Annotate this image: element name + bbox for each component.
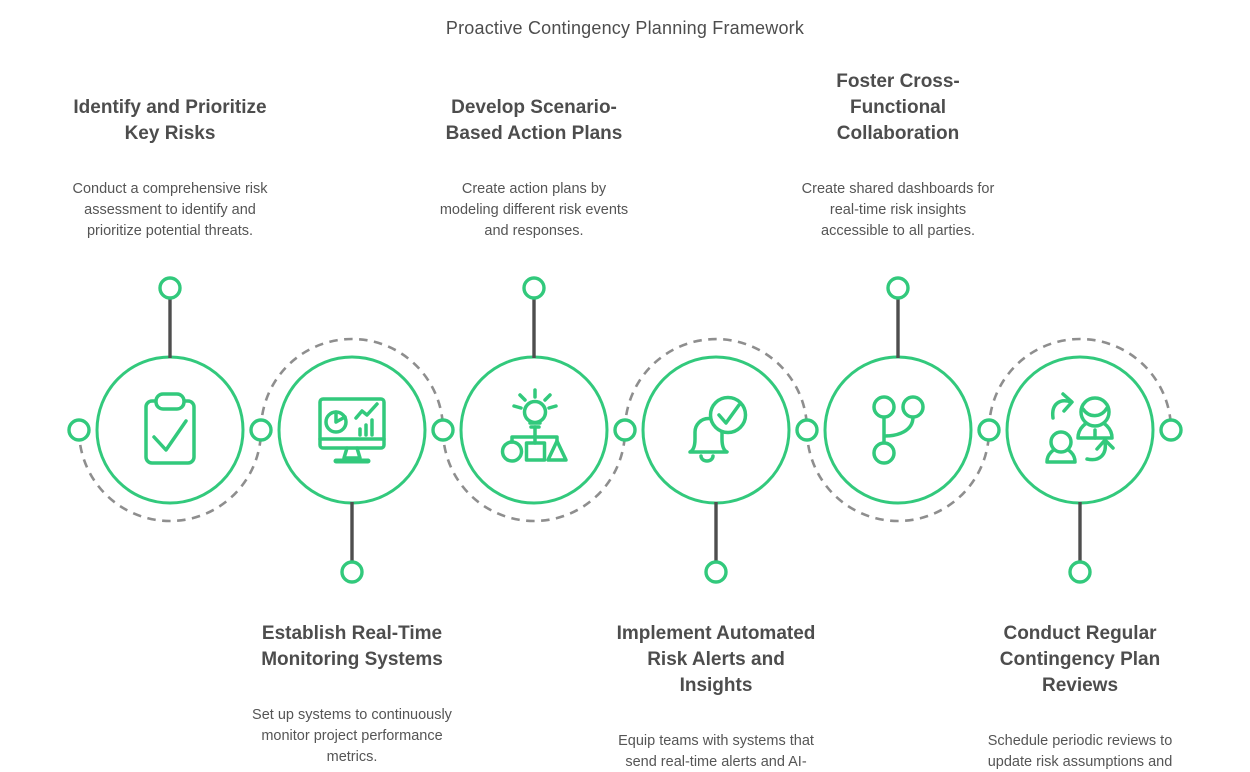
step-3-text: Develop Scenario- Based Action Plans Cre… <box>394 77 674 260</box>
diagram-title: Proactive Contingency Planning Framework <box>445 18 805 38</box>
step-6-text: Conduct Regular Contingency Plan Reviews… <box>940 603 1220 772</box>
step-3-body: Create action plans by modeling differen… <box>439 181 629 239</box>
step-2-body: Set up systems to continuously monitor p… <box>252 707 452 765</box>
step-3-heading: Develop Scenario- Based Action Plans <box>445 97 623 144</box>
step-4-heading: Implement Automated Risk Alerts and Insi… <box>616 623 816 696</box>
clipboard-check-icon <box>144 392 196 465</box>
step-1-text: Identify and Prioritize Key Risks Conduc… <box>30 77 310 260</box>
connector-lines <box>168 298 1082 562</box>
step-5-text: Foster Cross- Functional Collaboration C… <box>758 51 1038 260</box>
step-2-circle <box>277 355 427 505</box>
step-4-text: Implement Automated Risk Alerts and Insi… <box>576 603 856 772</box>
step-5-heading: Foster Cross- Functional Collaboration <box>836 71 960 144</box>
connector-dots <box>67 276 1183 584</box>
step-1-circle <box>95 355 245 505</box>
monitor-dashboard-icon <box>318 397 386 464</box>
idea-prioritization-icon <box>500 388 568 463</box>
people-swap-icon <box>1045 392 1115 464</box>
step-2-text: Establish Real-Time Monitoring Systems S… <box>212 603 492 772</box>
git-branch-icon <box>872 395 925 465</box>
step-1-body: Conduct a comprehensive risk assessment … <box>72 181 268 239</box>
step-5-circle <box>823 355 973 505</box>
step-5-body: Create shared dashboards for real-time r… <box>801 181 995 239</box>
step-6-body: Schedule periodic reviews to update risk… <box>987 733 1173 770</box>
step-1-heading: Identify and Prioritize Key Risks <box>73 97 267 144</box>
step-6-heading: Conduct Regular Contingency Plan Reviews <box>999 623 1161 696</box>
bell-check-icon <box>688 395 748 463</box>
dashed-link-arcs <box>77 337 1173 523</box>
step-4-body: Equip teams with systems that send real-… <box>618 733 814 770</box>
step-2-heading: Establish Real-Time Monitoring Systems <box>261 623 443 670</box>
